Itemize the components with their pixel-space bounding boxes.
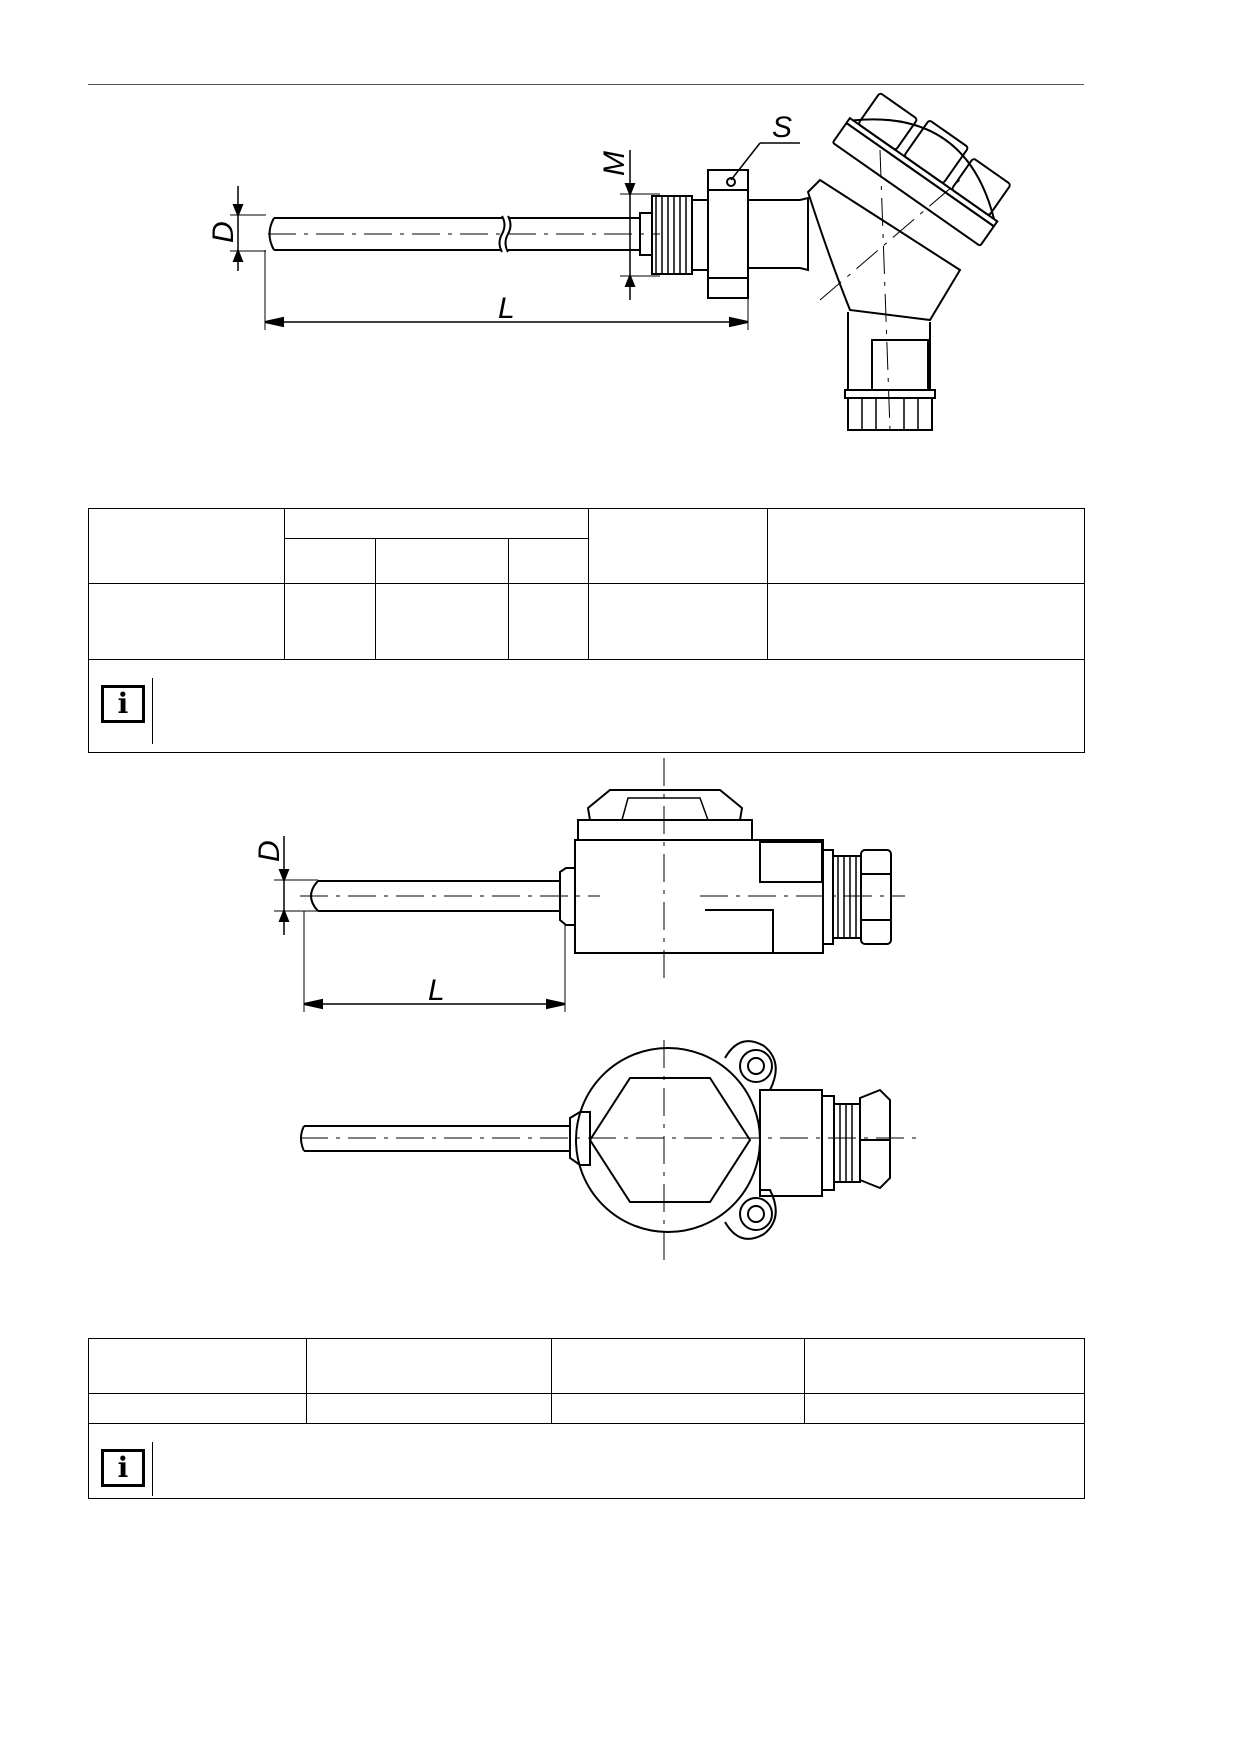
table2-header-cell xyxy=(551,1338,805,1394)
table2-note-cell xyxy=(88,1423,1085,1499)
table-row xyxy=(88,583,1086,660)
table1-subheader-cell xyxy=(284,538,376,584)
header-rule xyxy=(88,84,1084,85)
table1-cell xyxy=(375,583,509,660)
table1-cell xyxy=(588,583,769,660)
table1-header-cell xyxy=(767,508,1086,584)
info-icon: i xyxy=(101,1449,145,1487)
table1-header-cell xyxy=(88,508,285,584)
probe-head-drawing: D M S L xyxy=(207,92,1011,431)
table2-header-cell xyxy=(88,1338,307,1394)
table2-cell xyxy=(804,1393,1085,1424)
dim-l-label: L xyxy=(498,292,515,325)
table1-subheader-cell xyxy=(375,538,509,584)
table1-header-cell xyxy=(588,508,769,584)
dim-m-label: M xyxy=(598,151,631,176)
table2-cell xyxy=(306,1393,552,1424)
table2-header-cell xyxy=(804,1338,1085,1394)
table2-cell xyxy=(88,1393,307,1424)
table1-cell xyxy=(88,583,285,660)
note-separator xyxy=(152,678,153,744)
note-separator xyxy=(152,1442,153,1496)
table1-subheader-cell xyxy=(507,538,590,584)
table1-cell xyxy=(284,583,376,660)
probe-housing-drawing: D L xyxy=(253,758,920,1265)
table1-cell xyxy=(507,583,590,660)
table-row xyxy=(88,1393,1085,1424)
dim-s-label: S xyxy=(772,111,792,144)
dim-d-label: D xyxy=(207,221,240,243)
table1-header-cell xyxy=(283,508,590,539)
table2-cell xyxy=(551,1393,805,1424)
info-icon: i xyxy=(101,685,145,723)
dim-l2-label: L xyxy=(428,974,445,1007)
table1-cell xyxy=(767,583,1086,660)
table1-note-cell xyxy=(87,659,1086,753)
spec-table-2 xyxy=(88,1338,1085,1499)
spec-table-1 xyxy=(87,508,1086,753)
dim-d2-label: D xyxy=(253,840,286,862)
table2-header-cell xyxy=(306,1338,552,1394)
